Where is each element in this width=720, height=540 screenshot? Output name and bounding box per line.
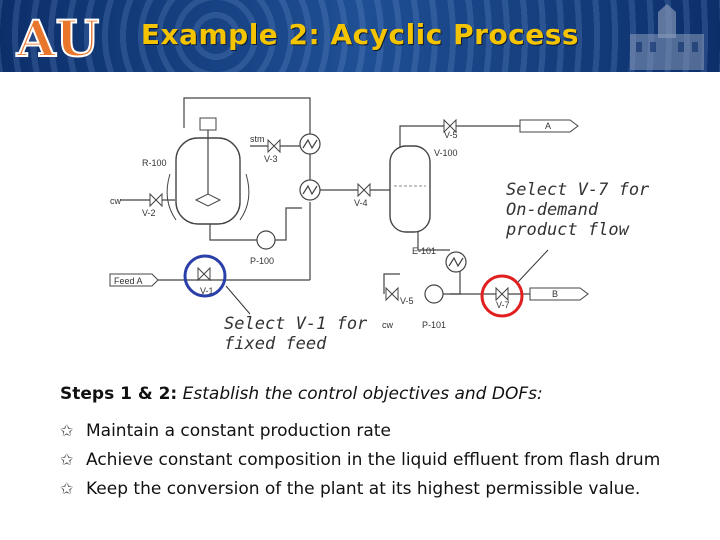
annotation-v7-line-3: product flow — [506, 220, 629, 240]
pump-p101-icon — [424, 284, 444, 304]
stream-a-arrow-icon — [519, 119, 579, 133]
star-icon: ✩ — [60, 450, 74, 469]
bullet-text: Maintain a constant production rate — [86, 421, 391, 441]
label-cw-left: cw — [110, 196, 122, 206]
star-icon: ✩ — [60, 479, 74, 498]
label-cw-bottom: cw — [382, 320, 394, 330]
label-e101: E-101 — [412, 246, 436, 256]
stream-b-arrow-icon — [529, 287, 589, 301]
highlight-v7-circle — [480, 274, 524, 318]
label-v1: V-1 — [200, 286, 214, 296]
banner-pattern — [0, 0, 720, 72]
label-feed: Feed A — [114, 276, 143, 286]
list-item: ✩ Keep the conversion of the plant at its… — [60, 478, 660, 507]
label-p100: P-100 — [250, 256, 274, 266]
valve-v5b-icon[interactable] — [385, 286, 399, 302]
page-title: Example 2: Acyclic Process — [140, 18, 580, 51]
flash-drum-v100-icon — [389, 145, 431, 233]
valve-v4-icon[interactable] — [357, 182, 371, 198]
label-v5a: V-5 — [444, 130, 458, 140]
annotation-v1-line-1: Select V-1 for — [224, 314, 368, 334]
valve-v7-icon[interactable] — [495, 286, 509, 302]
annotation-v7-line-2: On-demand — [506, 200, 599, 220]
steps-heading: Steps 1 & 2: Establish the control objec… — [60, 384, 543, 404]
highlight-v1-circle — [183, 254, 227, 298]
logo-text: AU — [16, 9, 99, 66]
annotation-v7-line-1: Select V-7 for — [506, 180, 650, 200]
valve-v2-icon[interactable] — [149, 192, 163, 208]
annotation-v7: Select V-7 for On-demand product flow — [506, 180, 686, 240]
label-r100: R-100 — [142, 158, 167, 168]
process-flow-diagram: R-100 stm V-3 V-2 V-4 V-1 V-5 V-5 V-7 cw… — [109, 97, 589, 330]
label-v2: V-2 — [142, 208, 156, 218]
label-stream-b: B — [552, 289, 558, 299]
annotation-v1-line-2: fixed feed — [224, 334, 327, 354]
label-stream-a: A — [545, 121, 551, 131]
title-banner: AU Example 2: Acyclic Process — [0, 0, 720, 72]
bullet-text: Achieve constant composition in the liqu… — [86, 450, 661, 470]
list-item: ✩ Achieve constant composition in the liq… — [60, 449, 660, 478]
label-v5b: V-5 — [400, 296, 414, 306]
label-v3: V-3 — [264, 154, 278, 164]
reactor-r100-icon — [166, 117, 250, 225]
steps-lead: Steps 1 & 2: — [60, 384, 178, 404]
auburn-logo-icon: AU — [15, 8, 100, 66]
pointer-v1-line — [225, 285, 251, 315]
valve-v1-icon[interactable] — [197, 266, 211, 282]
label-stm: stm — [250, 134, 265, 144]
valve-v3-icon[interactable] — [267, 138, 281, 154]
label-v100: V-100 — [434, 148, 458, 158]
valve-v5a-icon[interactable] — [443, 118, 457, 134]
annotation-v1: Select V-1 for fixed feed — [224, 314, 404, 354]
pointer-v7-line — [517, 249, 549, 283]
tower-icon — [630, 4, 704, 70]
label-v7: V-7 — [496, 300, 510, 310]
pump-p100-icon — [256, 230, 276, 250]
star-icon: ✩ — [60, 421, 74, 440]
label-p101: P-101 — [422, 320, 446, 330]
feed-arrow-icon — [109, 273, 159, 287]
list-item: ✩ Maintain a constant production rate — [60, 420, 660, 449]
steps-text: Establish the control objectives and DOF… — [182, 384, 543, 404]
label-v4: V-4 — [354, 198, 368, 208]
bullet-text: Keep the conversion of the plant at its … — [86, 479, 641, 499]
bullet-list: ✩ Maintain a constant production rate ✩ Ac… — [60, 420, 660, 507]
